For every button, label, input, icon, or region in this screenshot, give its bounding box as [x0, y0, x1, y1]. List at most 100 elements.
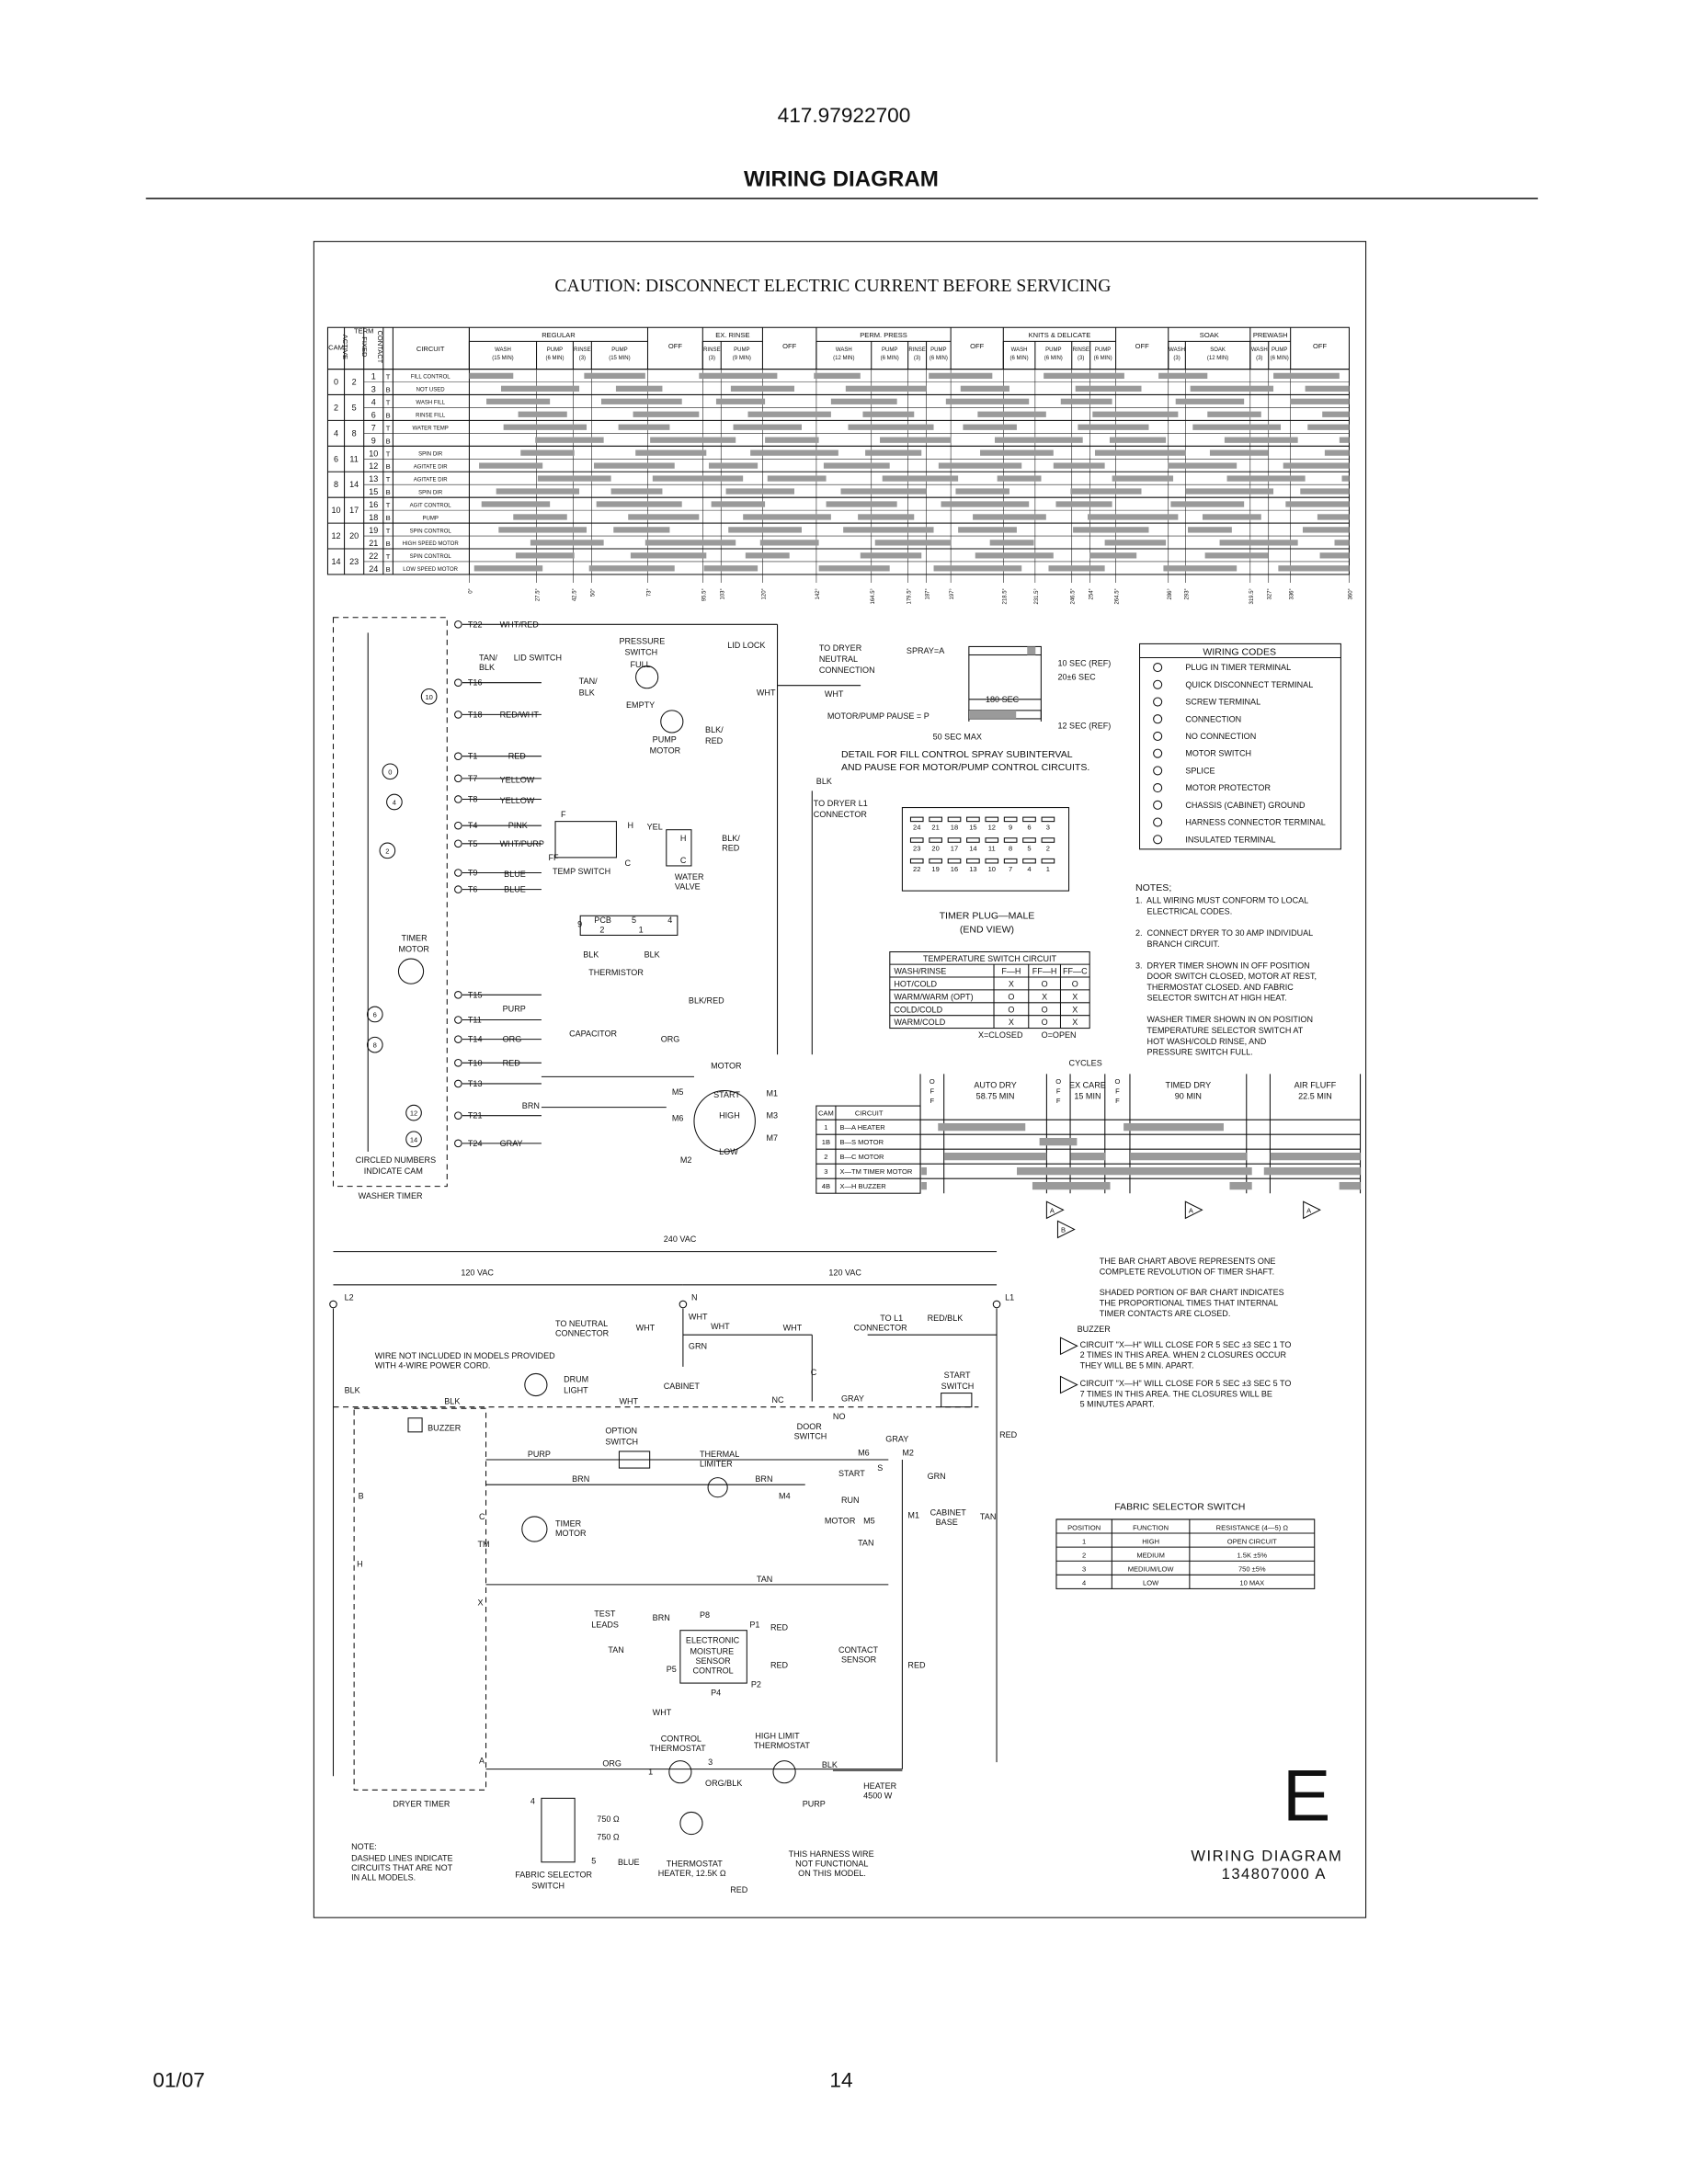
table-cell: OPEN CIRCUIT	[1227, 1537, 1277, 1545]
contact-closed-bar	[1322, 411, 1350, 417]
washer-label: INDICATE CAM	[364, 1166, 423, 1176]
dryer-label: LIGHT	[564, 1386, 588, 1395]
note-line: BRANCH CIRCUIT.	[1135, 939, 1219, 949]
contact-closed-bar	[1048, 565, 1105, 572]
cam-circle-icon	[420, 688, 438, 705]
dryer-label: WIRE NOT INCLUDED IN MODELS PROVIDED	[375, 1351, 555, 1360]
buzzer-marker-icon	[1184, 1200, 1203, 1220]
circuit-name: LOW SPEED MOTOR	[403, 567, 458, 573]
cam-number: 10	[331, 506, 340, 515]
washer-label: RED	[722, 843, 740, 852]
contact-header: CONTACT	[376, 330, 384, 363]
active-terminal: 11	[349, 454, 358, 463]
contact-closed-bar	[1229, 1181, 1252, 1190]
table-cell: X	[1009, 980, 1014, 989]
contact-closed-bar	[1283, 462, 1350, 469]
dryer-label: RED	[770, 1660, 789, 1669]
contact-closed-bar	[1109, 437, 1167, 443]
fixed-terminal: 13	[369, 474, 378, 483]
pin-number: 4	[1027, 865, 1031, 873]
sub-cycle-label: PUMP	[1095, 347, 1111, 353]
contact-closed-bar	[747, 411, 831, 417]
buzzer-marker-label: B	[1061, 1225, 1066, 1234]
contact-closed-bar	[596, 501, 682, 507]
contact-closed-bar	[1307, 424, 1350, 430]
dryer-label: 750 Ω	[597, 1814, 620, 1824]
sub-cycle-time: (6 MIN)	[1094, 356, 1112, 361]
insulated-terminal-icon	[1153, 835, 1163, 845]
dryer-label: WHT	[689, 1313, 708, 1322]
cam-number: 10	[425, 693, 432, 701]
sub-cycle-label: PUMP	[930, 347, 946, 353]
off-letter: F	[1115, 1087, 1120, 1096]
screw-terminal-icon	[992, 1300, 1001, 1309]
option-switch-icon	[618, 1450, 651, 1469]
contact-closed-bar	[530, 540, 604, 546]
cycle-segment-time: 15 MIN	[1074, 1092, 1101, 1101]
contact-closed-bar	[503, 424, 587, 430]
fixed-terminal: 19	[369, 526, 378, 535]
sub-cycle-label: RINSE	[908, 347, 925, 353]
plug-pin	[1003, 837, 1018, 843]
plug-pin	[1022, 816, 1036, 823]
contact-closed-bar	[1104, 540, 1167, 546]
cam-circle-icon	[405, 1104, 422, 1121]
contact-closed-bar	[941, 501, 1030, 507]
wiring-code-label: HARNESS CONNECTOR TERMINAL	[1185, 818, 1325, 827]
contact-closed-bar	[750, 449, 838, 456]
plug-pin	[985, 858, 999, 864]
washer-label: PUMP	[653, 735, 677, 745]
table-cell: X	[1042, 992, 1047, 1001]
plug-pin	[1041, 858, 1055, 864]
contact-closed-bar	[1273, 372, 1340, 380]
buzzer-marker-label: A	[1306, 1206, 1312, 1214]
cycle-segment-time: 22.5 MIN	[1298, 1092, 1332, 1101]
washer-label: BLK	[816, 777, 832, 786]
dryer-label: P2	[751, 1680, 761, 1689]
active-terminal: 8	[352, 428, 357, 438]
sub-cycle-time: (6 MIN)	[881, 356, 899, 361]
pin-number: 9	[1009, 824, 1012, 832]
sub-cycle-time: (12 MIN)	[1207, 356, 1228, 361]
contact-closed-bar	[1290, 398, 1350, 404]
cycle-label: SOAK	[1200, 331, 1219, 339]
buzzer-marker-icon	[1045, 1200, 1065, 1220]
table-cell: HOT/COLD	[894, 980, 937, 989]
dryer-label: START	[944, 1371, 971, 1380]
contact-closed-bar	[767, 475, 827, 482]
cam-circle-icon	[366, 1036, 383, 1053]
plug-in-timer-terminal-icon	[454, 795, 462, 803]
degree-tick-label: 0°	[468, 587, 473, 593]
dryer-label: SWITCH	[941, 1382, 975, 1391]
table-header: WASH/RINSE	[894, 967, 946, 976]
cam-number: 2	[824, 1153, 827, 1161]
dryer-label: START	[838, 1469, 865, 1478]
contact-closed-bar	[1039, 1137, 1078, 1146]
fixed-terminal: 12	[369, 461, 378, 471]
moisture-sensor-control-icon	[679, 1630, 747, 1684]
dryer-label: M5	[863, 1516, 875, 1525]
washer-label: CIRCLED NUMBERS	[356, 1155, 436, 1165]
degree-tick-label: 142°	[815, 587, 821, 599]
washer-label: BLUE	[504, 885, 526, 894]
cam-number: 2	[385, 847, 389, 855]
pin-number: 22	[913, 865, 920, 873]
washer-label: C	[624, 859, 631, 868]
marker-b-icon	[1059, 1375, 1078, 1394]
washer-motor-icon	[693, 1089, 756, 1153]
fixed-terminal: 10	[369, 449, 378, 458]
contact-type: T	[386, 449, 391, 458]
contact-closed-bar	[615, 385, 663, 392]
circuit-name: AGIT CONTROL	[410, 503, 452, 508]
contact-closed-bar	[699, 372, 778, 380]
washer-label: TO DRYER L1	[814, 799, 868, 808]
buzzer-note-a: THEY WILL BE 5 MIN. APART.	[1080, 1360, 1194, 1370]
plug-in-timer-terminal-icon	[454, 839, 462, 848]
washer-label: WHT	[825, 689, 844, 699]
plug-pin	[909, 837, 924, 843]
contact-closed-bar	[618, 424, 670, 430]
cam-number: 0	[388, 768, 392, 776]
contact-closed-bar	[1070, 488, 1142, 495]
